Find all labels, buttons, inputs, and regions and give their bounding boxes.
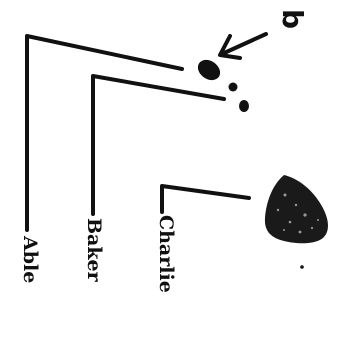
label-baker: Baker [83,218,105,282]
baker-blob [239,100,249,112]
charlie-leader-line [162,186,249,212]
speck [300,265,304,269]
mark-b-label: b [278,9,306,29]
able-leader-line [27,36,182,230]
label-able: Able [19,236,41,283]
able-blob [194,56,224,85]
able-dot [229,83,238,92]
charlie-blob [265,175,328,243]
label-charlie: Charlie [155,215,177,293]
